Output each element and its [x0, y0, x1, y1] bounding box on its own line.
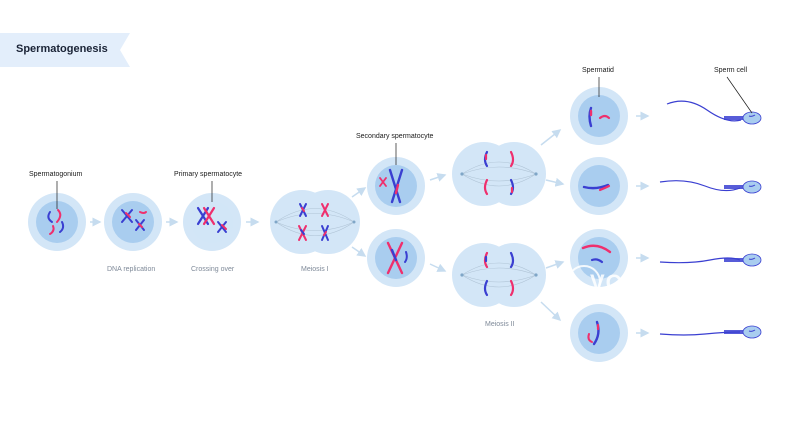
sperm-cell-2 [659, 180, 762, 194]
step-meiosis-one: Meiosis I [301, 266, 329, 273]
arrow-6c [545, 260, 565, 269]
spermatid-4 [570, 304, 628, 362]
arrow-5a [429, 173, 447, 182]
arrow-5b [429, 263, 447, 272]
watermark-brand: VCG [590, 270, 641, 295]
label-secondary-spermatocyte: Secondary spermatocyte [356, 133, 434, 140]
arrow-4b [351, 246, 367, 257]
arrow-6d [540, 301, 562, 322]
secondary-spermatocyte-bottom [367, 229, 425, 287]
label-sperm-cell: Sperm cell [714, 67, 748, 74]
sperm-cell-3 [659, 253, 762, 267]
step-crossing-over: Crossing over [191, 266, 235, 273]
arrow-6b [545, 177, 565, 187]
dna-replication-cell [104, 193, 162, 251]
secondary-spermatocyte-top [367, 157, 425, 215]
sperm-pointer [726, 76, 753, 114]
meiosis-two-bottom-cell [452, 243, 546, 307]
meiosis-one-cell [270, 190, 360, 254]
spermatid-1 [570, 87, 628, 145]
label-spermatogonium: Spermatogonium [29, 171, 83, 178]
watermark-logo-icon [567, 265, 601, 299]
watermark-id: VCG21141062051 [655, 283, 746, 295]
sperm-cell-4 [659, 325, 762, 339]
page-title: Spermatogenesis [16, 43, 108, 55]
sperm-cell-1 [666, 100, 762, 125]
label-spermatid: Spermatid [582, 67, 614, 74]
title-banner [0, 33, 130, 67]
arrow-6a [540, 129, 562, 146]
label-primary-spermatocyte: Primary spermatocyte [174, 171, 243, 178]
spermatogonium-cell [28, 193, 86, 251]
meiosis-two-top-cell [452, 142, 546, 206]
step-meiosis-two: Meiosis II [485, 321, 515, 328]
arrow-4a [351, 187, 367, 198]
primary-spermatocyte-cell [183, 193, 241, 251]
step-dna-replication: DNA replication [107, 266, 156, 273]
spermatid-2 [570, 157, 628, 215]
